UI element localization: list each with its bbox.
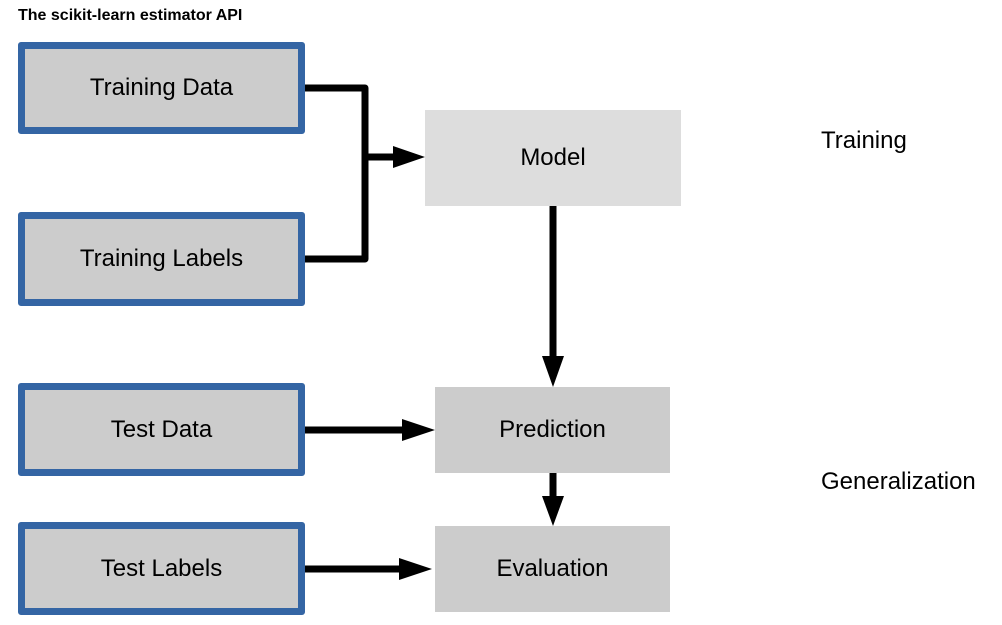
prediction-label: Prediction [499,416,606,443]
training-data-box: Training Data [18,42,305,134]
training-labels-connector [305,157,369,263]
arrowhead-test-labels [399,558,432,580]
test-labels-box: Test Labels [18,522,305,615]
arrowhead-to-prediction [542,356,564,387]
training-labels-box: Training Labels [18,212,305,306]
diagram-title: The scikit-learn estimator API [18,7,243,24]
training-phase-label: Training [821,127,907,154]
test-data-box: Test Data [18,383,305,476]
test-labels-label: Test Labels [100,554,223,582]
arrowhead-to-model [393,146,425,168]
generalization-phase-label: Generalization [821,468,976,495]
arrowhead-to-evaluation [542,496,564,526]
model-label: Model [520,144,586,171]
evaluation-label: Evaluation [496,555,609,582]
model-box: Model [425,110,681,206]
training-labels-label: Training Labels [79,245,244,272]
evaluation-box: Evaluation [435,526,670,612]
arrowhead-test-data [402,419,435,441]
training-data-connector [305,84,395,161]
training-data-label: Training Data [89,74,234,101]
prediction-box: Prediction [435,387,670,473]
test-data-label: Test Data [110,415,213,443]
